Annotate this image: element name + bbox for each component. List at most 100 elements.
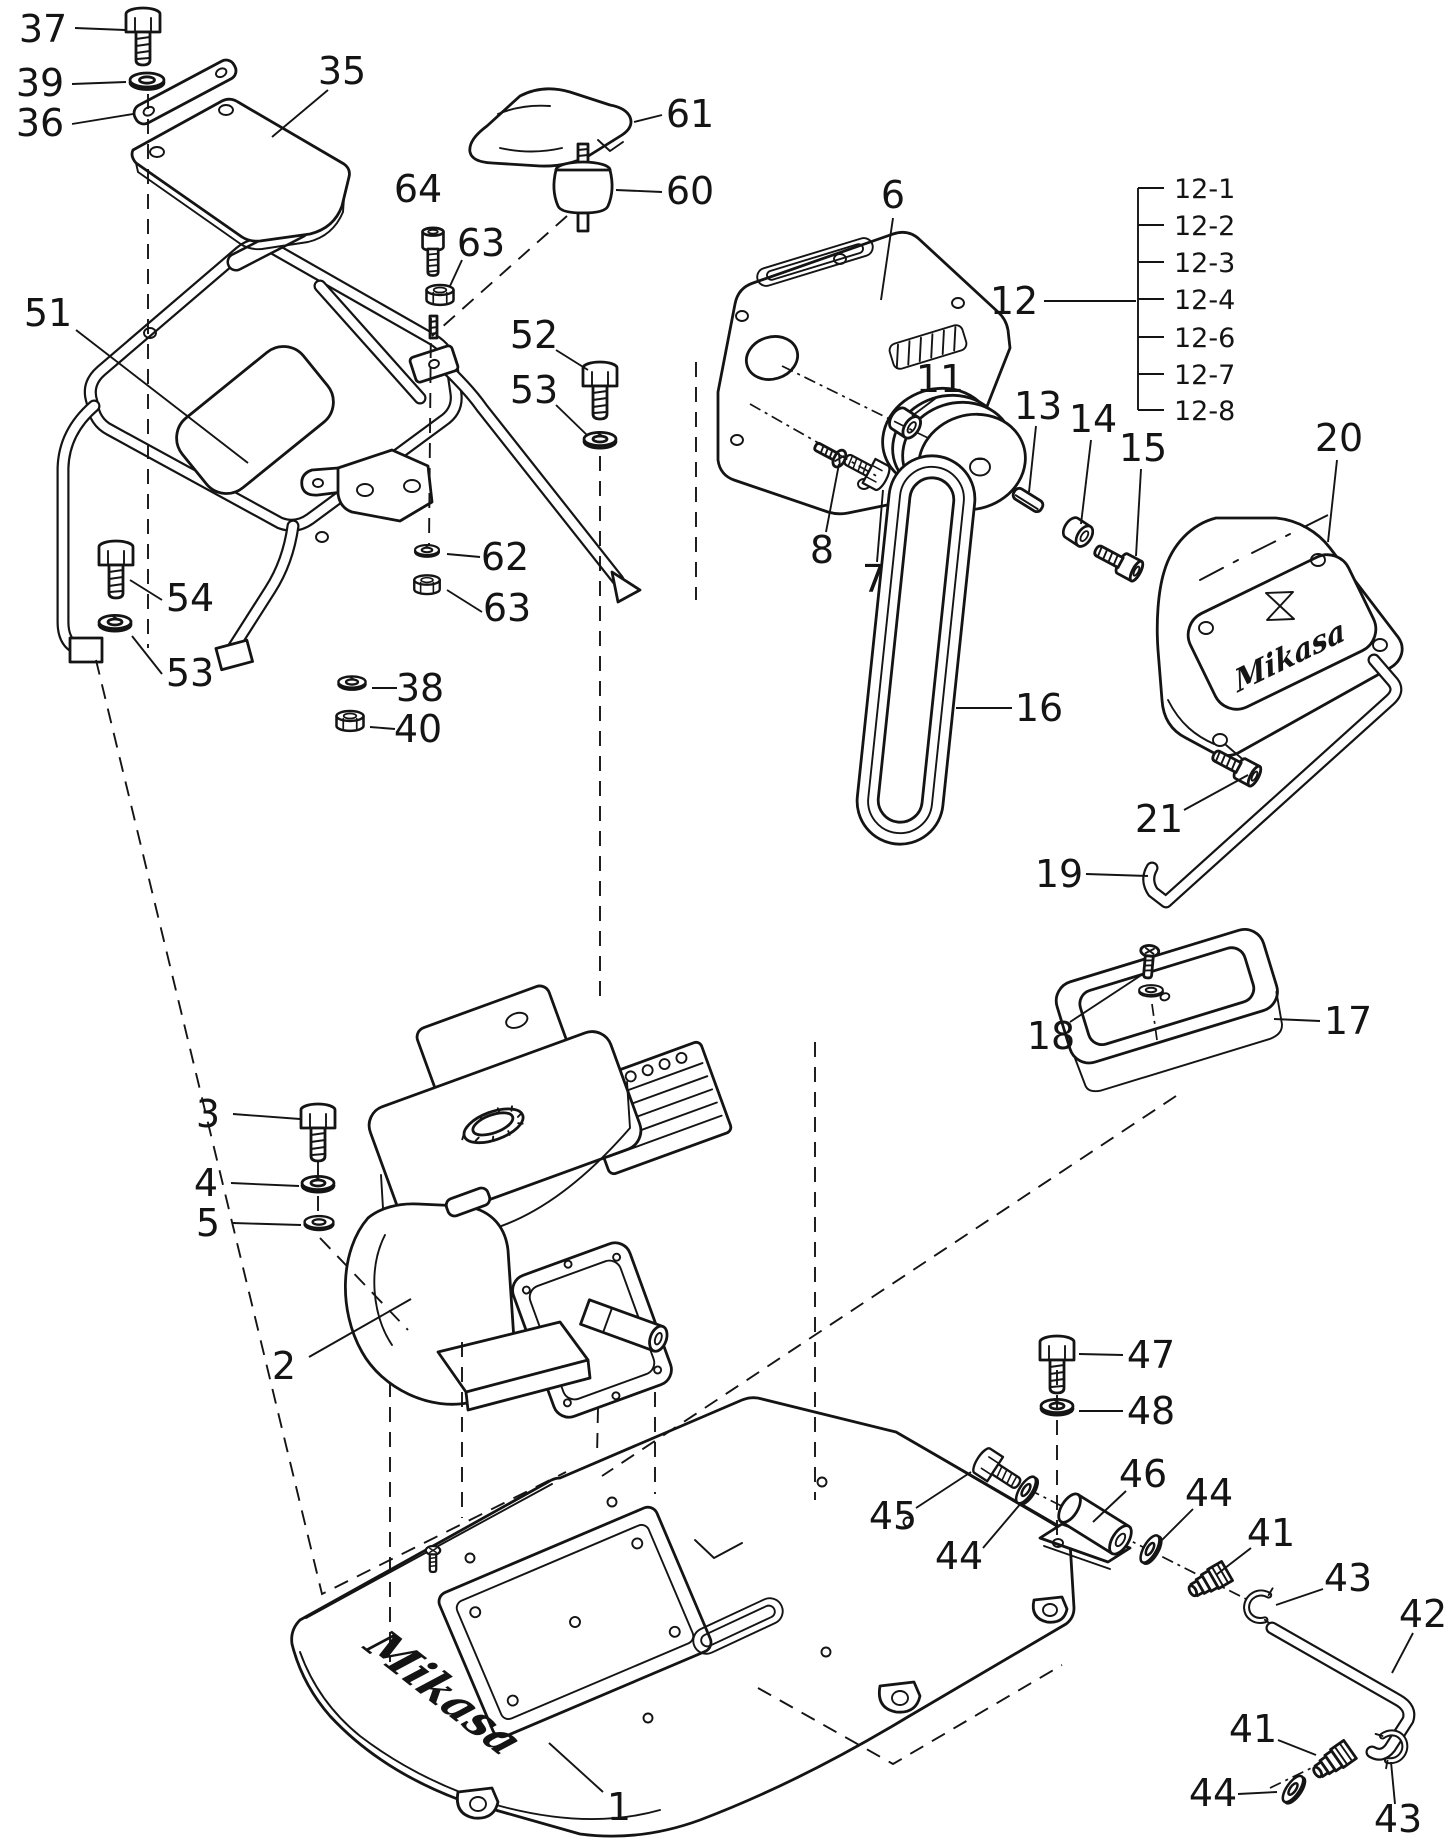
plate-slot: [692, 1597, 784, 1655]
part-label-12: 12: [990, 279, 1038, 323]
part-label-12-6: 12-6: [1174, 323, 1235, 354]
part-label-6: 6: [881, 173, 905, 217]
part-label-47: 47: [1127, 1333, 1175, 1377]
part-label-16: 16: [1015, 686, 1063, 730]
part-label-12-1: 12-1: [1174, 174, 1235, 205]
part-label-41a: 41: [1247, 1511, 1295, 1555]
part-label-20: 20: [1315, 416, 1363, 460]
washer-5: [303, 1214, 335, 1232]
engine-2: [343, 984, 733, 1419]
part-label-1: 1: [607, 1785, 631, 1829]
leader-18: [1069, 973, 1144, 1023]
part-label-2: 2: [272, 1344, 296, 1388]
pulley-12: [881, 386, 1027, 512]
part-label-63a: 63: [457, 221, 505, 265]
part-label-38: 38: [396, 666, 444, 710]
part-label-48: 48: [1127, 1389, 1175, 1433]
leader-41a: [1215, 1547, 1252, 1576]
part-label-35: 35: [318, 49, 366, 93]
eyelet-foot: [1031, 1595, 1069, 1624]
alignment-lines: [95, 94, 1177, 1766]
leader-1: [548, 1742, 604, 1793]
part-label-12-4: 12-4: [1174, 285, 1235, 316]
leader-51: [75, 329, 249, 464]
leader-17: [1273, 1018, 1321, 1022]
leader-7: [876, 489, 884, 563]
engine-mount-pad: [437, 1505, 713, 1739]
leader-36: [71, 113, 134, 125]
washer-62: [413, 543, 441, 558]
part-label-60: 60: [666, 169, 714, 213]
leader-44a: [982, 1501, 1023, 1549]
fitting-41b: [1307, 1738, 1358, 1785]
leader-40: [369, 726, 396, 730]
leader-47: [1078, 1353, 1124, 1356]
part-label-43a: 43: [1324, 1556, 1372, 1600]
washer-18: [1138, 984, 1164, 998]
eyelet-foot: [877, 1680, 922, 1714]
leader-37: [74, 27, 126, 31]
part-label-44a: 44: [935, 1534, 983, 1578]
part-label-52: 52: [510, 313, 558, 357]
leader-43b: [1390, 1761, 1396, 1805]
part-label-53b: 53: [166, 651, 214, 695]
part-label-64: 64: [394, 167, 442, 211]
tube-end-tip: [610, 570, 642, 604]
part-label-13: 13: [1014, 384, 1062, 428]
leader-46: [1092, 1490, 1127, 1523]
part-label-14: 14: [1069, 397, 1117, 441]
leader-8: [825, 463, 840, 533]
hose-assembly: [1005, 1477, 1416, 1808]
part-label-7: 7: [862, 557, 886, 601]
part-label-61: 61: [666, 92, 714, 136]
leader-5: [232, 1222, 302, 1226]
leader-53a: [555, 404, 589, 437]
part-label-19: 19: [1035, 852, 1083, 896]
leader-19: [1085, 873, 1149, 877]
washer-4: [300, 1175, 336, 1194]
part-label-39: 39: [16, 61, 64, 105]
roller-46: [1038, 1492, 1133, 1570]
leader-21: [1183, 774, 1249, 811]
leader-61: [633, 114, 663, 123]
part-label-43b: 43: [1374, 1797, 1422, 1841]
part-label-17: 17: [1324, 999, 1372, 1043]
leader-4: [230, 1182, 300, 1187]
washer-39: [128, 71, 166, 91]
washer-44c: [1277, 1771, 1311, 1808]
part-label-12-8: 12-8: [1174, 396, 1235, 427]
washer-38: [337, 675, 367, 691]
base-plate-1: Mikasa: [290, 1396, 1076, 1838]
part-label-44c: 44: [1189, 1771, 1237, 1815]
bolt-64: [421, 226, 445, 277]
part-label-36: 36: [16, 101, 64, 145]
part-label-45: 45: [869, 1494, 917, 1538]
part-label-42: 42: [1399, 1592, 1445, 1636]
part-label-5: 5: [196, 1201, 220, 1245]
strap-36: [132, 58, 238, 126]
key-13: [1011, 486, 1045, 514]
part-label-44b: 44: [1185, 1471, 1233, 1515]
washer-53a: [582, 430, 618, 450]
output-shaft: [579, 1298, 669, 1353]
leader-63a: [449, 259, 463, 287]
nut-63b: [413, 574, 441, 596]
rubber-mount-60: [552, 142, 614, 233]
cover-plate-35: [130, 97, 351, 251]
part-label-12-3: 12-3: [1174, 248, 1235, 279]
leader-54: [129, 579, 163, 601]
wrench-19: [1142, 653, 1403, 909]
part-label-8: 8: [810, 528, 834, 572]
leader-13: [1028, 425, 1037, 493]
part-label-37: 37: [19, 7, 67, 51]
leader-53b: [131, 635, 163, 675]
engine-base: [436, 1320, 592, 1412]
leader-2: [308, 1298, 412, 1358]
part-label-12-7: 12-7: [1174, 360, 1235, 391]
part-label-53a: 53: [510, 368, 558, 412]
leader-44c: [1237, 1791, 1278, 1795]
leader-44b: [1158, 1508, 1194, 1544]
